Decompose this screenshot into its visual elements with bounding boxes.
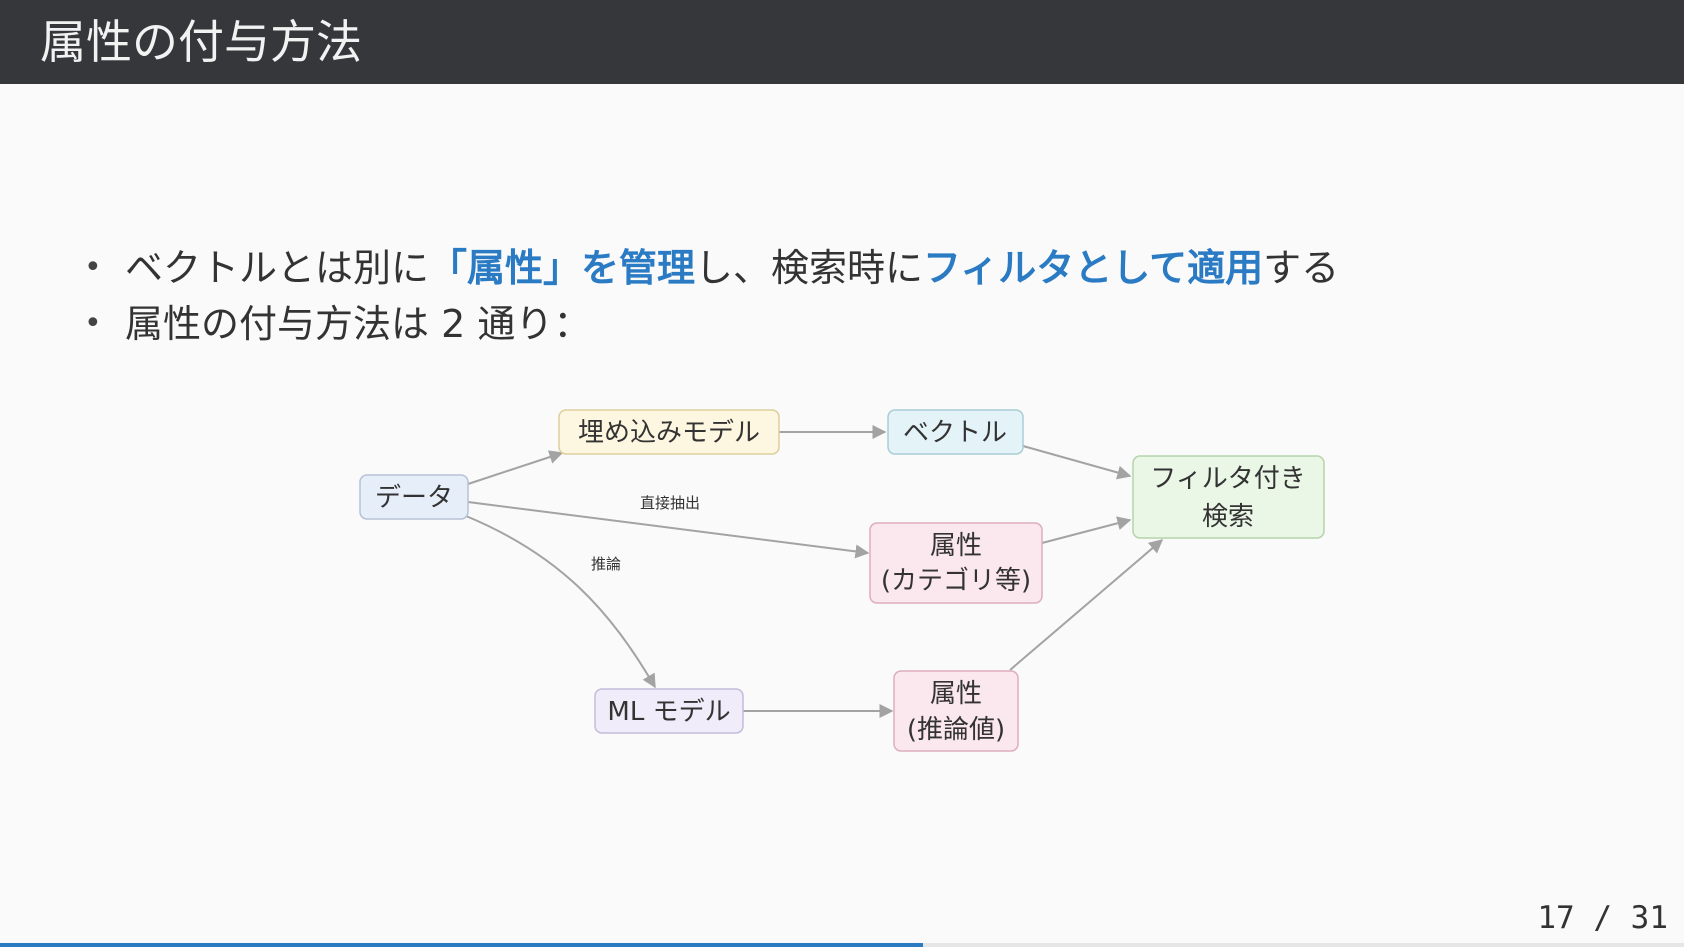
progress-bar [0,943,1684,947]
edge-data-to-ml-model [465,515,656,689]
node-attr-inferred-label-line1: 属性 [930,679,982,709]
bullet-2-text: 属性の付与方法は 2 通り： [125,302,592,346]
edge-attr-inferred-to-filter-search [1009,539,1164,671]
node-filter-search-box [1132,455,1325,539]
page-number: 17 / 31 [1537,900,1668,936]
bullet-1-highlight-filter: フィルタとして適用 [923,246,1264,290]
bullet-dot-icon: • [84,306,102,341]
bullet-1-text-c: する [1263,246,1340,290]
edge-attr-category-to-filter-search [1041,516,1132,544]
bullet-item-2: • 属性の付与方法は 2 通り： [84,296,1339,352]
node-embed-model-box [558,409,780,455]
edge-data-to-attr-category [467,501,870,559]
bullet-list: • ベクトルとは別に「属性」を管理し、検索時にフィルタとして適用する • 属性の… [84,240,1339,352]
node-vector-label: ベクトル [903,418,1007,448]
edge-data-to-embed-model [467,450,564,485]
page-separator: / [1574,900,1631,936]
bullet-1-highlight-attributes: 「属性」を管理 [429,246,696,290]
node-data: データ [359,474,469,520]
node-attr-category-label-line2: (カテゴリ等) [881,566,1031,596]
edge-vector-to-filter-search [1022,445,1132,480]
node-ml-model-label: ML モデル [607,697,730,727]
progress-bar-fill [0,943,923,947]
node-attr-inferred-box [893,670,1019,752]
node-filter-search: フィルタ付き 検索 [1132,455,1325,539]
node-ml-model: ML モデル [594,688,744,734]
node-attr-inferred: 属性 (推論値) [893,670,1019,752]
node-ml-model-box [594,688,744,734]
bullet-dot-icon: • [84,250,102,285]
node-vector: ベクトル [887,409,1024,455]
edge-label-direct: 直接抽出 [640,494,700,512]
bullet-1-text-a: ベクトルとは別に [125,246,430,290]
node-data-box [359,474,469,520]
bullet-1-text-b: し、検索時に [695,246,924,290]
page-current: 17 [1537,900,1575,936]
node-attr-inferred-label-line2: (推論値) [907,715,1005,745]
node-embed-model-label: 埋め込みモデル [578,418,760,448]
node-filter-search-label-line1: フィルタ付き [1150,464,1305,494]
node-filter-search-label-line2: 検索 [1202,502,1254,532]
node-attr-category-label-line1: 属性 [930,531,982,561]
edge-label-infer: 推論 [591,555,621,573]
slide-title: 属性の付与方法 [40,15,362,69]
node-embed-model: 埋め込みモデル [558,409,780,455]
node-data-label: データ [375,483,453,513]
node-attr-category: 属性 (カテゴリ等) [869,522,1043,604]
page-total: 31 [1630,900,1668,936]
node-attr-category-box [869,522,1043,604]
bullet-item-1: • ベクトルとは別に「属性」を管理し、検索時にフィルタとして適用する [84,240,1339,296]
slide-header: 属性の付与方法 [0,0,1684,84]
node-vector-box [887,409,1024,455]
